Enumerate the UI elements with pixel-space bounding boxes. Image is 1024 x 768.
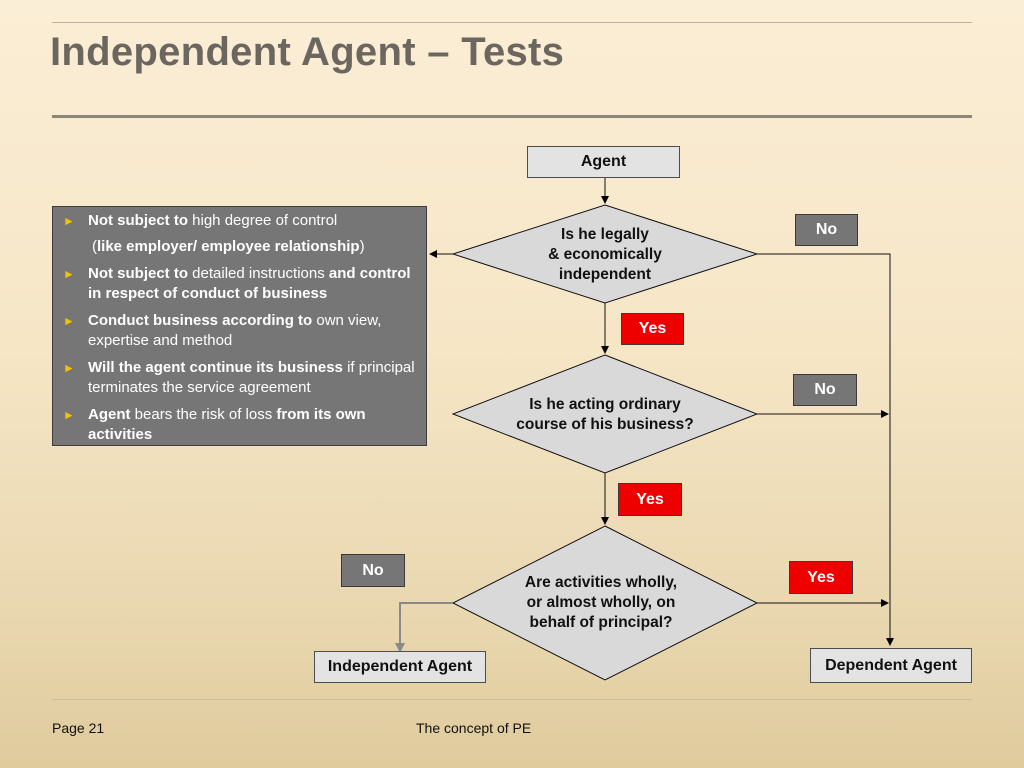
yes-label-legal: Yes <box>621 313 684 345</box>
criteria-text: Agent <box>88 406 131 423</box>
top-rule <box>52 22 972 23</box>
footer-title: The concept of PE <box>416 720 532 736</box>
criteria-text: if principal terminates the service agre… <box>88 359 415 396</box>
decision-diamond-principal <box>451 525 759 681</box>
criteria-text: own view, expertise and method <box>88 312 382 349</box>
criteria-box: ► Not subject to high degree of control (l… <box>52 206 427 446</box>
criteria-text: Not subject to <box>88 265 188 282</box>
decision-legal-text: Is he legally & economically independent <box>505 225 705 285</box>
independent-agent-box: Independent Agent <box>314 651 486 683</box>
decision-ordinary-line: Is he acting ordinary <box>529 396 681 413</box>
decision-legal-line: Is he legally <box>561 226 649 243</box>
decision-ordinary-line: course of his business? <box>516 416 694 433</box>
no-label-legal: No <box>795 214 858 246</box>
criteria-text: ) <box>359 238 365 255</box>
criteria-item: ► Conduct business according to own view,… <box>63 311 420 351</box>
criteria-item: ► Not subject to detailed instructions an… <box>63 264 420 304</box>
yes-label-principal: Yes <box>789 561 853 594</box>
decision-legal-line: independent <box>558 266 652 283</box>
criteria-item: ► Agent bears the risk of loss from its o… <box>63 405 420 445</box>
no-label-principal: No <box>341 554 405 587</box>
footer-rule <box>52 699 972 700</box>
page-number: Page 21 <box>52 720 105 736</box>
decision-legal-line: & economically <box>548 246 662 263</box>
criteria-item: ► Will the agent continue its business if… <box>63 358 420 398</box>
criteria-text: Not subject to <box>88 212 188 229</box>
page-title: Independent Agent – Tests <box>50 30 565 74</box>
yes-label-ordinary: Yes <box>618 483 682 516</box>
triangle-right-icon: ► <box>63 408 75 422</box>
dependent-agent-box: Dependent Agent <box>810 648 972 683</box>
criteria-text: Will the agent continue its business <box>88 359 343 376</box>
connector-q1-no <box>757 253 894 646</box>
criteria-text: bears the risk of loss <box>130 406 277 423</box>
criteria-text: from its own activities <box>88 406 366 443</box>
decision-ordinary-text: Is he acting ordinary course of his busi… <box>485 395 725 435</box>
criteria-text: ( <box>92 238 97 255</box>
no-label-ordinary: No <box>793 374 857 406</box>
criteria-text: detailed instructions <box>188 265 329 282</box>
title-underline <box>52 115 972 118</box>
agent-box: Agent <box>527 146 680 178</box>
criteria-text: and control in respect of conduct of bus… <box>88 265 411 302</box>
triangle-right-icon: ► <box>63 314 75 328</box>
criteria-item: (like employer/ employee relationship) <box>63 237 420 257</box>
decision-principal-line: or almost wholly, on <box>526 594 676 611</box>
criteria-text: high degree of control <box>188 212 338 229</box>
criteria-text: like employer/ employee relationship <box>97 238 360 255</box>
triangle-right-icon: ► <box>63 267 75 281</box>
criteria-item: ► Not subject to high degree of control <box>63 211 420 231</box>
triangle-right-icon: ► <box>63 361 75 375</box>
criteria-text: Conduct business according to <box>88 312 313 329</box>
triangle-right-icon: ► <box>63 214 75 228</box>
connector-q3-no <box>395 602 453 653</box>
decision-principal-line: behalf of principal? <box>529 614 673 631</box>
decision-principal-line: Are activities wholly, <box>524 574 678 591</box>
decision-principal-text: Are activities wholly, or almost wholly,… <box>490 573 712 633</box>
